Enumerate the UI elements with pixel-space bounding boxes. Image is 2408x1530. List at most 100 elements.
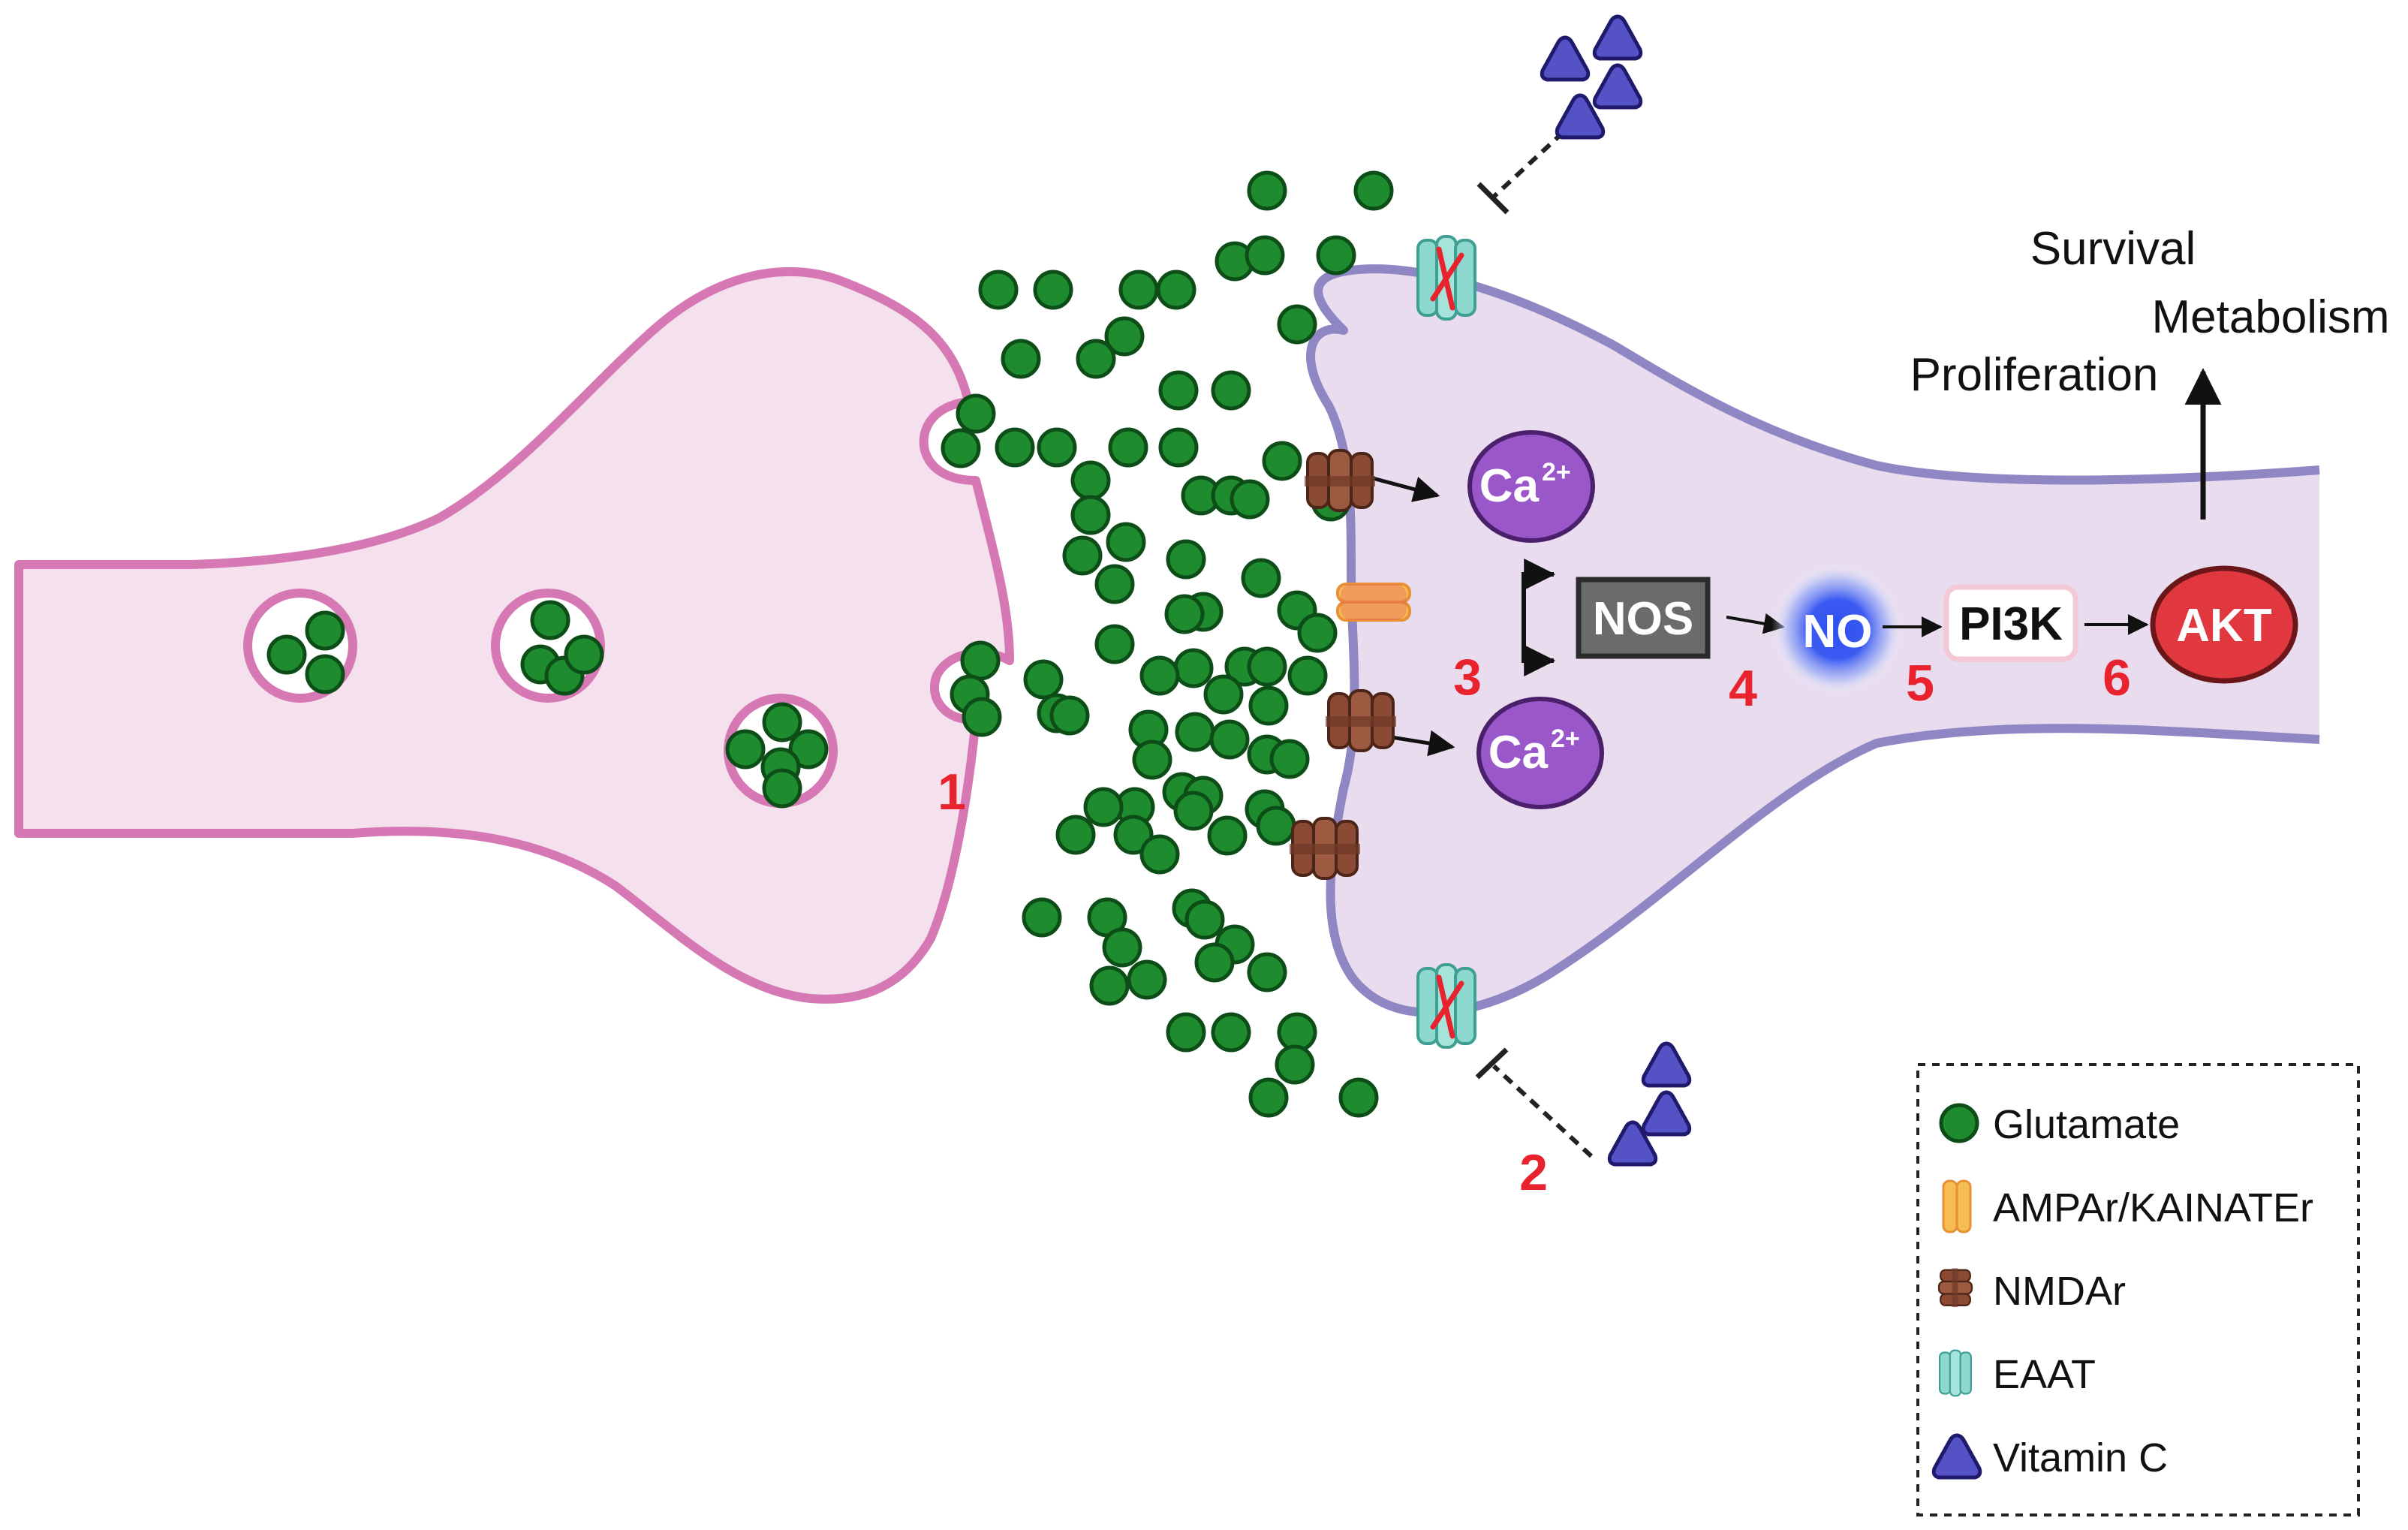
nmda-receptor <box>1288 817 1362 880</box>
calcium-ion-top: Ca 2+ <box>1467 430 1595 543</box>
glutamate-molecule <box>1248 1077 1289 1118</box>
nitric-oxide: NO <box>1771 563 1904 695</box>
glutamate-molecule <box>1209 719 1250 760</box>
calcium-ion-bottom: Ca 2+ <box>1476 697 1604 809</box>
outcome-survival: Survival <box>2030 223 2196 275</box>
glutamate-molecule <box>305 654 345 694</box>
calcium-charge: 2+ <box>1551 724 1580 753</box>
glutamate-molecule <box>725 729 766 770</box>
glutamate-molecule <box>1245 235 1285 276</box>
glutamate-molecule <box>1104 316 1145 357</box>
outcome-proliferation: Proliferation <box>1910 349 2159 401</box>
step-number-2: 2 <box>1519 1144 1548 1201</box>
ampa-kainate-receptor <box>1336 583 1411 622</box>
vitamin-c-molecule <box>1542 38 1588 80</box>
nmda-receptor <box>1324 689 1398 752</box>
nmdar-receptor-icon <box>1937 1267 1973 1309</box>
glutamate-molecule <box>1089 965 1130 1006</box>
glutamate-molecule <box>530 600 570 640</box>
glutamate-molecule <box>1230 479 1270 520</box>
vitamin-c-molecule <box>1594 17 1641 59</box>
glutamate-molecule <box>1173 648 1214 688</box>
glutamate-molecule <box>1241 558 1281 598</box>
glutamate-molecule <box>1173 791 1214 831</box>
glutamate-molecule <box>1062 535 1103 576</box>
glutamate-molecules <box>266 170 1394 1118</box>
eaat-transporter <box>1416 235 1476 321</box>
vitamin-c-molecule <box>1594 65 1641 107</box>
step-number-4: 4 <box>1729 660 1757 717</box>
glutamate-molecule <box>1083 787 1124 827</box>
glutamate-molecule <box>1256 806 1296 846</box>
glutamate-molecule <box>1094 564 1135 604</box>
legend-label-eaat: EAAT <box>1993 1352 2096 1397</box>
calcium-charge: 2+ <box>1542 458 1571 486</box>
glutamate-molecule <box>1033 270 1073 310</box>
glutamate-molecule <box>1247 952 1287 992</box>
glutamate-molecule <box>956 393 996 434</box>
eaat-transporter <box>1416 963 1476 1049</box>
glutamate-molecule <box>1194 942 1235 983</box>
nmda-receptor <box>1303 449 1377 512</box>
glutamate-molecule <box>1139 834 1180 875</box>
glutamate-molecule <box>941 428 981 468</box>
legend-label-nmdar: NMDAr <box>1993 1269 2126 1314</box>
outcome-metabolism: Metabolism <box>2152 291 2390 343</box>
vitamin-c-molecule <box>1643 1044 1690 1086</box>
glutamate-molecule <box>1023 659 1064 700</box>
glutamate-molecule <box>1287 655 1328 696</box>
glutamate-molecule <box>1094 624 1135 664</box>
inhibition-line-bottom <box>1475 1047 1594 1158</box>
glutamate-molecule <box>1139 655 1180 696</box>
glutamate-molecule <box>762 768 802 809</box>
nos-label: NOS <box>1593 593 1693 645</box>
glutamate-molecule <box>564 634 604 675</box>
glutamate-icon <box>1941 1105 1977 1141</box>
glutamate-molecule <box>1248 685 1289 726</box>
glutamate-molecule <box>1158 427 1199 468</box>
glutamate-molecule <box>762 702 802 742</box>
glutamate-molecule <box>1118 270 1159 310</box>
nos-box: NOS <box>1576 577 1711 659</box>
glutamate-molecule <box>1049 695 1090 736</box>
glutamate-molecule <box>1184 899 1225 940</box>
glutamate-molecule <box>1108 427 1148 468</box>
glutamate-molecule <box>962 697 1002 737</box>
step-number-3: 3 <box>1453 649 1482 706</box>
eaat-transporter-icon <box>1939 1349 1972 1397</box>
glutamate-molecule <box>1353 170 1394 211</box>
glutamate-molecule <box>1001 339 1041 379</box>
glutamate-molecule <box>1275 1044 1315 1085</box>
step-number-1: 1 <box>938 763 966 821</box>
vitamin-c-molecule <box>1643 1092 1690 1134</box>
pi3k-label: PI3K <box>1959 598 2063 650</box>
glutamate-molecule <box>1338 1077 1379 1118</box>
glutamate-molecule <box>1269 739 1310 779</box>
no-label: NO <box>1803 606 1873 658</box>
glutamate-molecule <box>1132 739 1172 780</box>
glutamate-molecule <box>1055 815 1096 855</box>
glutamate-molecule <box>1102 927 1142 968</box>
glutamate-molecule <box>1070 495 1111 535</box>
glutamate-molecule <box>1113 815 1154 855</box>
calcium-label: Ca <box>1479 460 1540 512</box>
glutamate-molecule <box>1156 270 1196 310</box>
glutamate-molecule <box>1166 539 1206 580</box>
ampar-receptor-icon <box>1942 1179 1972 1233</box>
glutamate-molecule <box>1297 613 1338 653</box>
glutamate-molecule <box>1211 370 1251 411</box>
glutamate-molecule <box>1106 522 1146 562</box>
glutamate-molecule <box>788 729 829 770</box>
pi3k-box: PI3K <box>1943 584 2078 662</box>
step-number-6: 6 <box>2102 649 2131 706</box>
glutamate-molecule <box>1211 1012 1251 1053</box>
glutamate-molecule <box>1247 646 1287 687</box>
glutamate-molecule <box>1158 370 1199 411</box>
glutamate-molecule <box>995 427 1035 468</box>
glutamate-molecule <box>266 634 307 675</box>
glutamate-molecule <box>1316 235 1356 276</box>
glutamate-molecule <box>1247 170 1287 211</box>
glutamate-molecule <box>1207 815 1248 856</box>
glutamate-molecule <box>1262 441 1302 481</box>
